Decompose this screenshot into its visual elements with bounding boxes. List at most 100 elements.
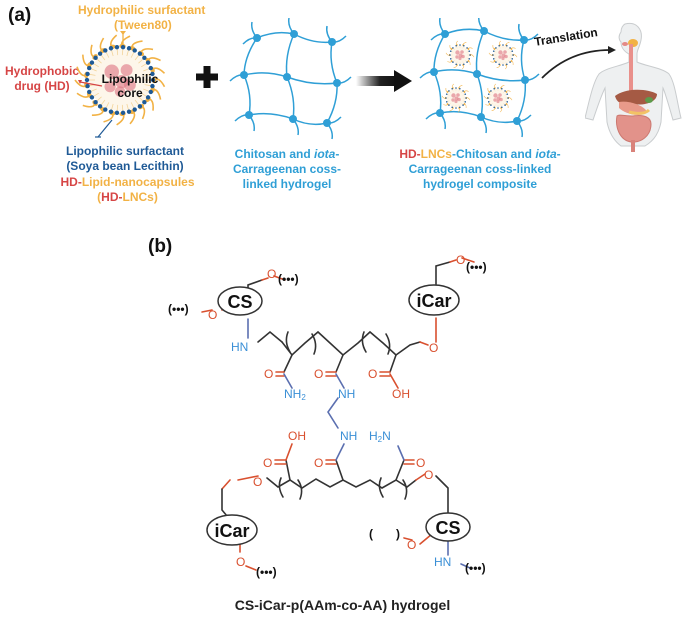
lnc-lipid-tail bbox=[141, 92, 147, 97]
small-lnc-lecithin-dot bbox=[487, 97, 489, 99]
lnc-lecithin-dot bbox=[89, 60, 95, 65]
small-lnc-lipid-tail bbox=[453, 59, 456, 62]
crosslink-node bbox=[480, 27, 488, 35]
small-lnc-drug-particle bbox=[503, 50, 507, 54]
lnc-lipid-tail bbox=[105, 102, 110, 108]
lnc-lipid-tail bbox=[134, 99, 140, 105]
drug-pointer-head bbox=[78, 80, 82, 84]
small-lnc-lecithin-dot bbox=[459, 87, 461, 90]
small-lnc-lecithin-dot bbox=[466, 47, 468, 49]
lnc-lipid-tail bbox=[121, 49, 124, 56]
oxygen-label: O bbox=[236, 555, 245, 569]
translation-arrow-icon bbox=[541, 46, 616, 79]
small-lnc-lecithin-dot bbox=[492, 58, 495, 60]
small-lnc-lipid-tail bbox=[462, 61, 464, 64]
small-lnc-tween-head bbox=[493, 47, 496, 50]
icar-bottom-node: iCar bbox=[206, 514, 258, 546]
lipid-nanocapsules-text: Lipid-nanocapsules bbox=[81, 175, 195, 189]
small-lnc-drug-particle bbox=[458, 56, 462, 61]
lnc-lecithin-dot bbox=[97, 104, 103, 109]
lnc-lecithin-dot bbox=[120, 110, 126, 116]
small-lnc-lipid-tail bbox=[449, 91, 452, 94]
small-lnc-lipid-tail bbox=[452, 89, 454, 92]
small-lnc-lipid-tail bbox=[494, 89, 496, 92]
small-lnc-lecithin-dot bbox=[445, 97, 447, 99]
small-lnc-tween-head bbox=[510, 60, 513, 63]
small-lnc-lecithin-dot bbox=[490, 90, 492, 92]
small-lnc-lipid-tail bbox=[458, 89, 460, 92]
oxygen-label: O bbox=[456, 253, 465, 267]
composite-caption-line3: hydrogel composite bbox=[422, 177, 538, 191]
annotation-pointers bbox=[78, 31, 126, 138]
lnc-lecithin-dot bbox=[89, 95, 95, 100]
crosslink-node bbox=[473, 70, 481, 78]
small-lnc-drug-particle bbox=[498, 50, 503, 55]
lnc-lecithin-dot bbox=[148, 65, 153, 71]
chain-ellipsis: (•••) bbox=[278, 272, 299, 286]
small-lnc-lipid-tail bbox=[491, 91, 494, 94]
amine-label: HN bbox=[434, 555, 451, 569]
chain-ellipsis: (•••) bbox=[465, 561, 486, 575]
lnc-lecithin-dot bbox=[120, 44, 126, 50]
close-paren: ) bbox=[396, 527, 400, 541]
small-lnc-lecithin-dot bbox=[468, 50, 471, 52]
small-lnc-lecithin-dot bbox=[509, 47, 511, 49]
core-line2: core bbox=[117, 86, 143, 100]
crosslink-node bbox=[323, 119, 331, 127]
oxygen-label: O bbox=[416, 456, 425, 470]
small-lnc-drug-particle bbox=[498, 55, 502, 59]
small-lnc-drug-particle bbox=[451, 98, 455, 102]
mouth bbox=[622, 42, 628, 46]
crosslink-node bbox=[289, 115, 297, 123]
small-lnc-tween-head bbox=[488, 90, 491, 93]
intestines bbox=[616, 114, 652, 143]
small-lnc-lipid-tail bbox=[502, 91, 505, 94]
small-lnc-tween-head bbox=[493, 60, 496, 63]
lnc-lecithin-dot bbox=[108, 46, 114, 51]
lipid-nanocapsule-diagram bbox=[74, 34, 166, 126]
lnc-lipid-tail bbox=[143, 68, 150, 72]
small-lnc-lecithin-dot bbox=[448, 90, 450, 92]
small-lnc-lipid-tail bbox=[500, 89, 502, 92]
lnc-lecithin-dot bbox=[103, 48, 108, 53]
small-lnc-lipid-tail bbox=[462, 94, 465, 96]
hydrogel-caption-line3: linked hydrogel bbox=[242, 177, 332, 191]
small-lnc-lecithin-dot bbox=[493, 87, 495, 90]
lnc-lipid-tail bbox=[134, 55, 140, 61]
crosslink-node bbox=[513, 117, 521, 125]
lnc-lecithin-dot bbox=[148, 89, 153, 95]
small-lnc-lipid-tail bbox=[509, 51, 512, 53]
small-lnc-lecithin-dot bbox=[455, 44, 457, 47]
small-lnc-lipid-tail bbox=[489, 94, 492, 96]
small-lnc-lipid-tail bbox=[453, 48, 456, 51]
lnc-lipid-tail bbox=[93, 63, 99, 68]
amide-nh-label: NH bbox=[340, 429, 357, 443]
lnc-lecithin-dot bbox=[132, 48, 137, 53]
lnc-lipid-tail bbox=[90, 68, 97, 72]
lnc-lipid-tail bbox=[121, 104, 124, 111]
composite-caption: HD-LNCs-Chitosan and iota- Carrageenan c… bbox=[380, 147, 580, 192]
lnc-lipid-tail bbox=[116, 49, 119, 56]
small-lnc-lipid-tail bbox=[491, 102, 494, 105]
small-lnc-lecithin-dot bbox=[464, 93, 467, 95]
lnc-lipid-tail bbox=[96, 96, 102, 102]
lecithin-pointer bbox=[97, 119, 113, 138]
small-lnc-lecithin-dot bbox=[463, 44, 465, 47]
lnc-lipid-tail bbox=[90, 88, 97, 92]
oxygen-label: O bbox=[314, 456, 323, 470]
hydrogel-caption-line1: Chitosan and iota- bbox=[222, 147, 352, 162]
small-lnc-lipid-tail bbox=[504, 100, 507, 102]
gallbladder bbox=[645, 97, 653, 103]
oxygen-label: O bbox=[253, 475, 262, 489]
lnc-lipid-tail bbox=[144, 73, 151, 76]
small-lnc-tween-head bbox=[510, 47, 513, 50]
open-paren: ( bbox=[97, 190, 102, 204]
lnc-drug-particle bbox=[123, 79, 136, 91]
chain-ellipsis: (•••) bbox=[168, 302, 189, 316]
lnc-lipid-tail bbox=[100, 55, 106, 61]
crosslink-node bbox=[520, 36, 528, 44]
small-lnc-lecithin-dot bbox=[511, 58, 514, 60]
small-lnc-lecithin-dot bbox=[495, 47, 497, 49]
lnc-drug-particle bbox=[104, 64, 120, 80]
lnc-lipid-tail bbox=[130, 102, 135, 108]
